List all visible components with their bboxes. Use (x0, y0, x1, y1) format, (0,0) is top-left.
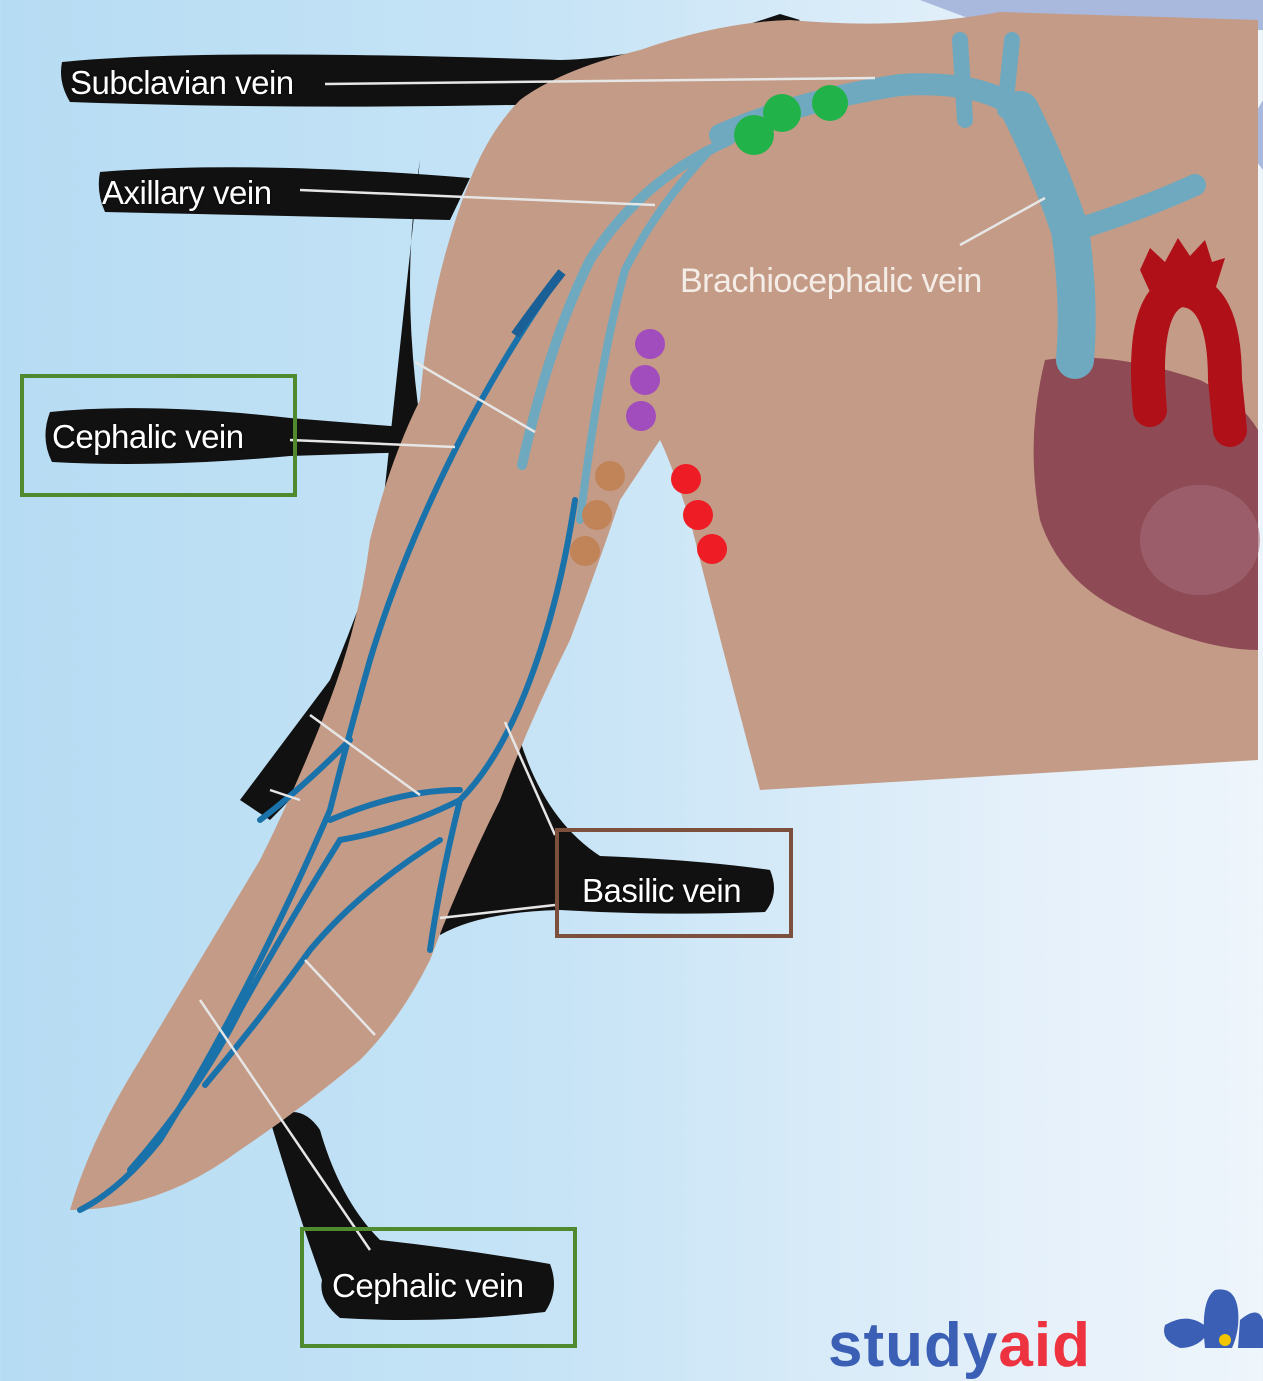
logo-text: studyaid (828, 1310, 1091, 1381)
marker-dot (630, 365, 660, 395)
marker-dot (671, 464, 701, 494)
highlight-box-cephalic-lower (300, 1227, 577, 1348)
logo-text-study: study (828, 1311, 998, 1380)
marker-dot (763, 94, 801, 132)
logo-petal (1238, 1313, 1263, 1349)
label-subclavian-vein: Subclavian vein (70, 64, 294, 102)
label-axillary-vein: Axillary vein (102, 174, 272, 212)
vein-jugular-left (960, 40, 965, 120)
logo-center (1219, 1334, 1231, 1346)
logo-mark-icon (1164, 1289, 1263, 1348)
marker-dot (697, 534, 727, 564)
marker-dot (683, 500, 713, 530)
marker-dot (582, 500, 612, 530)
marker-dot (626, 401, 656, 431)
marker-dot (595, 461, 625, 491)
heart-highlight (1140, 485, 1260, 595)
logo-text-aid: aid (998, 1311, 1091, 1380)
marker-dot (812, 85, 848, 121)
highlight-box-cephalic-upper (20, 374, 297, 497)
label-brachiocephalic-vein: Brachiocephalic vein (680, 262, 982, 301)
highlight-box-basilic (555, 828, 793, 938)
logo-petal (1164, 1319, 1210, 1348)
marker-dot (635, 329, 665, 359)
marker-dot (570, 536, 600, 566)
